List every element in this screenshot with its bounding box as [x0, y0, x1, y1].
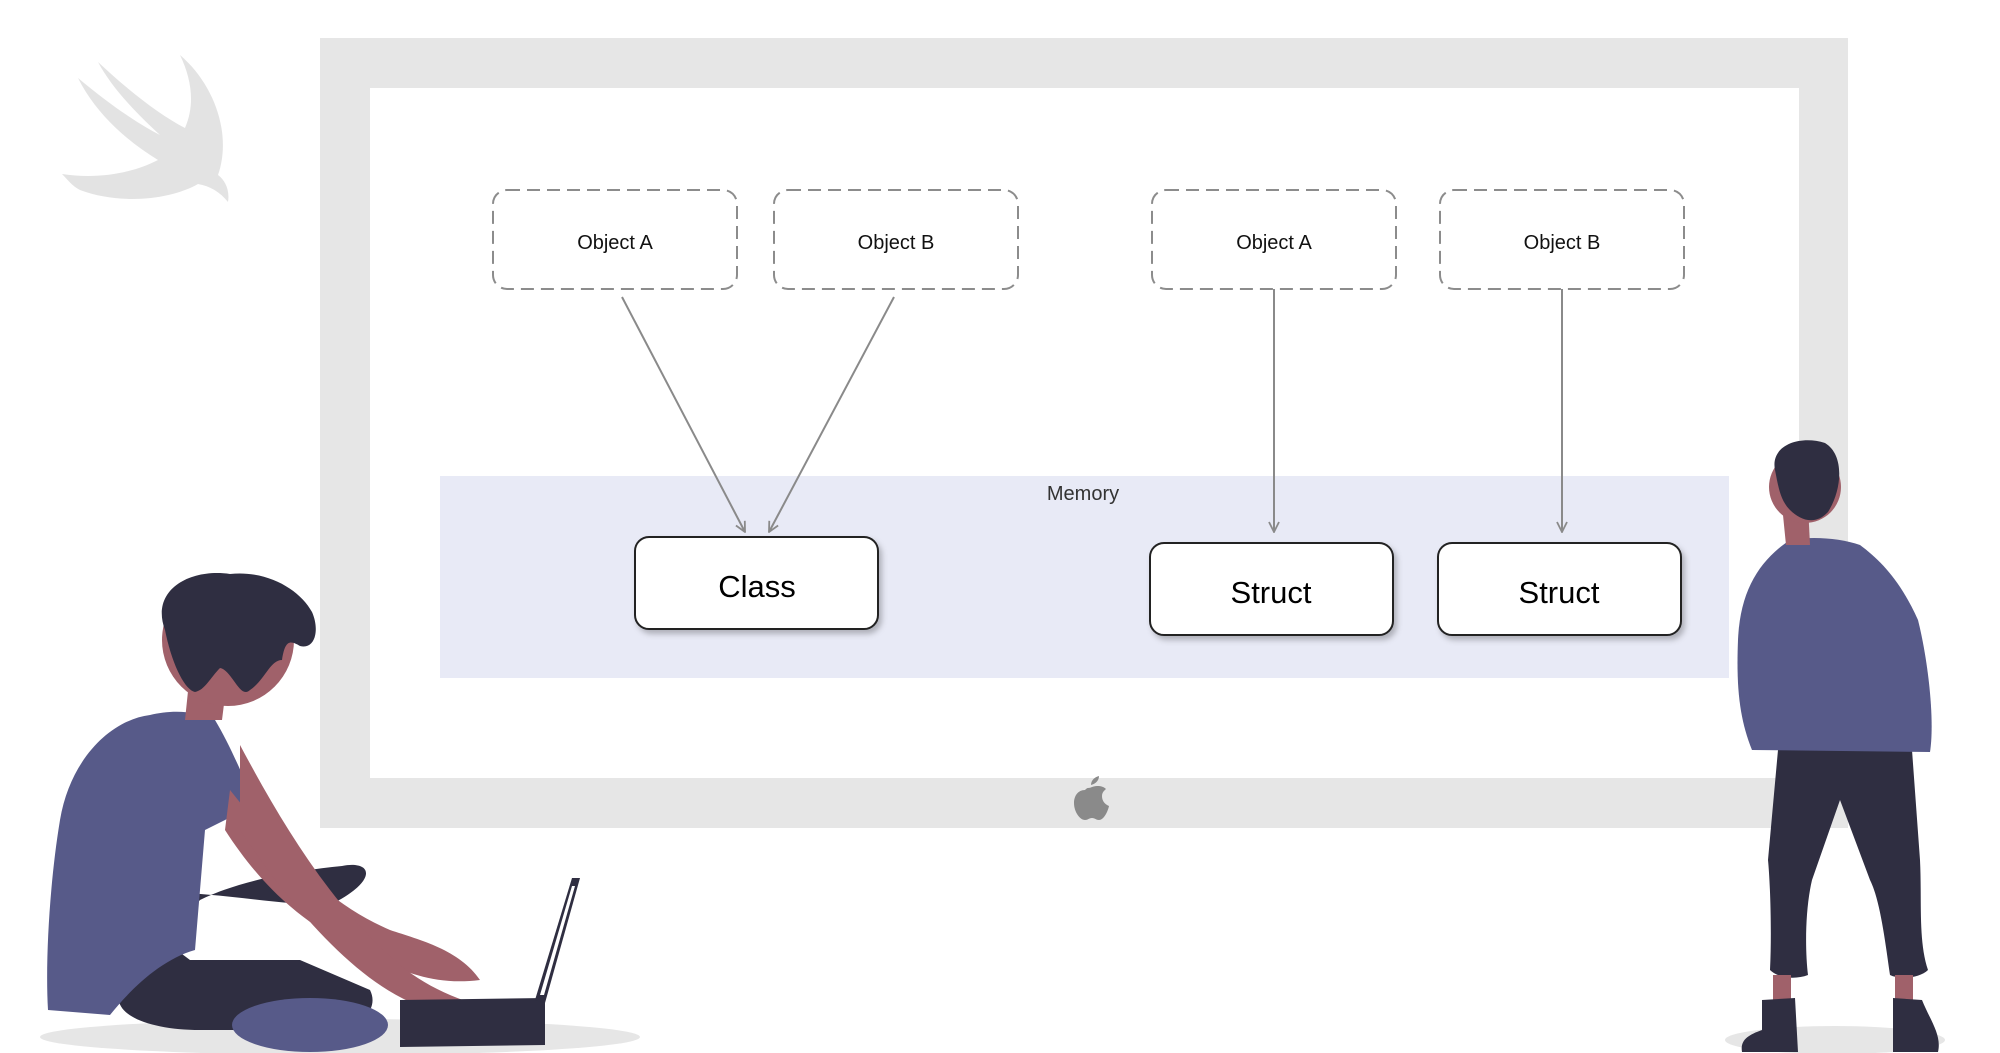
- standing-person-illustration: [1725, 440, 1945, 1053]
- hair: [1774, 440, 1840, 521]
- shoe: [232, 998, 388, 1052]
- swift-logo-icon: [62, 55, 229, 202]
- struct-box: [1149, 542, 1394, 636]
- arrow-object-a-to-class: [621, 296, 745, 532]
- object-box: Object A: [492, 189, 738, 290]
- object-b-label: Object B: [858, 232, 935, 254]
- object-a-label: Object A: [577, 232, 653, 254]
- struct-label: Struct: [1519, 575, 1600, 610]
- object-b-label: Object B: [1524, 232, 1601, 254]
- object-a-label: Object A: [1236, 232, 1312, 254]
- struct-box: [1437, 542, 1682, 636]
- memory-label: Memory: [1047, 483, 1119, 505]
- apple-logo-icon: [1074, 776, 1109, 820]
- object-box: Object B: [773, 189, 1019, 290]
- sitting-person-illustration: [40, 573, 640, 1053]
- class-box: [634, 536, 879, 630]
- arrow-object-b-to-class: [769, 296, 895, 532]
- monitor: [320, 38, 1848, 828]
- reference-arrows: [621, 289, 1562, 532]
- class-label: Class: [718, 569, 796, 604]
- object-box: Object B: [1439, 189, 1685, 290]
- hair: [161, 573, 316, 693]
- laptop-icon: [400, 878, 580, 1047]
- object-box: Object A: [1151, 189, 1397, 290]
- struct-label: Struct: [1231, 575, 1312, 610]
